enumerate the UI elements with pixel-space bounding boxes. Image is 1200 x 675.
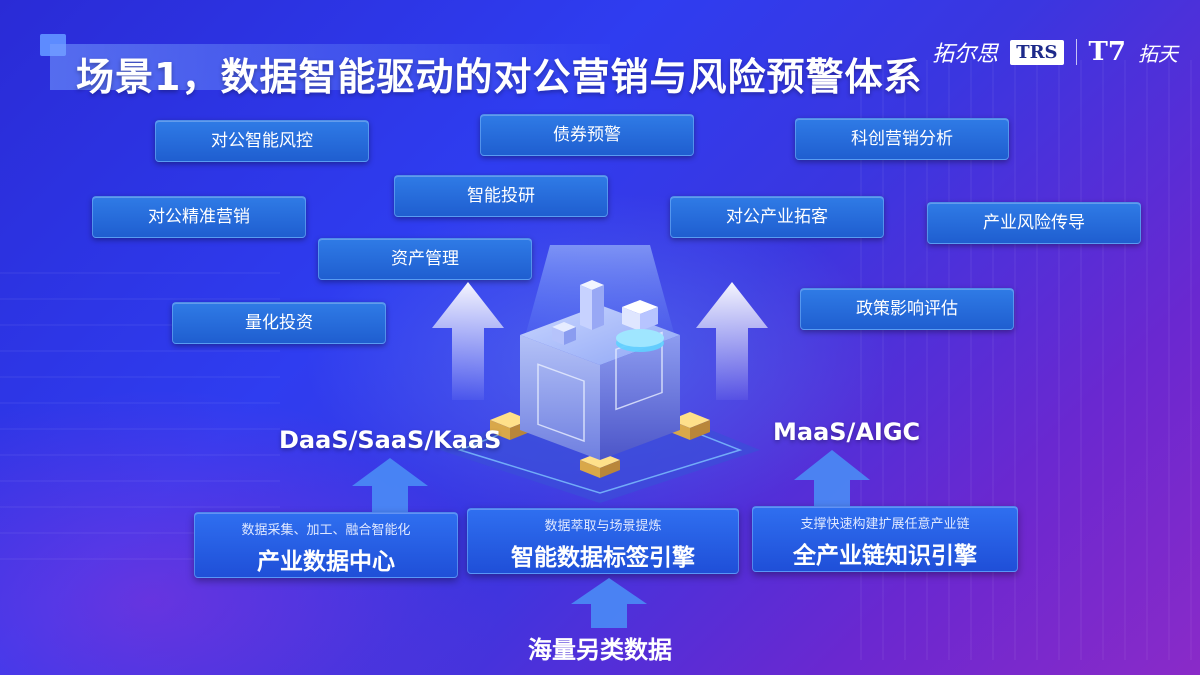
engine-title: 产业数据中心 [257,549,395,575]
scenario-box: 政策影响评估 [800,288,1014,330]
up-arrow-engine-left [352,458,428,512]
up-arrow-engine-right [794,450,870,508]
page-title: 场景1，数据智能驱动的对公营销与风险预警体系 [76,55,923,99]
scenario-box: 智能投研 [394,175,608,217]
trs-logo: TRS [1010,39,1064,65]
bottom-data-source-label: 海量另类数据 [528,636,672,664]
engine-box-knowledge-engine: 支撑快速构建扩展任意产业链 全产业链知识引擎 [752,506,1018,572]
scenario-box: 对公精准营销 [92,196,306,238]
data-cube-illustration [430,245,770,505]
scenario-box: 量化投资 [172,302,386,344]
engine-subtitle: 支撑快速构建扩展任意产业链 [800,517,970,532]
engine-title: 智能数据标签引擎 [511,545,695,571]
up-arrow-bottom [571,578,647,628]
title-highlight-bar [50,44,610,90]
engine-subtitle: 数据采集、加工、融合智能化 [241,523,411,538]
tuotian-logo: 拓天 [1138,41,1178,66]
top-stack-blocks [552,322,576,345]
top-small-cube [622,300,658,331]
top-tower [580,280,604,330]
brand-logos: 拓尔思 TRS T7 拓天 [932,34,1178,70]
up-arrow-left [432,282,504,400]
up-arrow-right [696,282,768,400]
scenario-box: 对公产业拓客 [670,196,884,238]
layer-label-right: MaaS/AIGC [773,418,921,446]
scenario-box: 对公智能风控 [155,120,369,162]
scenario-box: 科创营销分析 [795,118,1009,160]
scenario-box: 资产管理 [318,238,532,280]
scenario-box: 债券预警 [480,114,694,156]
t7-logo: T7 [1088,37,1126,67]
engine-box-smart-tag-engine: 数据萃取与场景提炼 智能数据标签引擎 [467,508,739,574]
top-cylinder [616,329,664,352]
scenario-box: 产业风险传导 [927,202,1141,244]
layer-label-left: DaaS/SaaS/KaaS [279,426,502,454]
engine-title: 全产业链知识引擎 [793,543,977,569]
engine-subtitle: 数据萃取与场景提炼 [544,519,662,534]
trs-chinese-logo: 拓尔思 [932,42,999,67]
engine-box-industry-data-center: 数据采集、加工、融合智能化 产业数据中心 [194,512,458,578]
logo-divider [1075,39,1077,65]
